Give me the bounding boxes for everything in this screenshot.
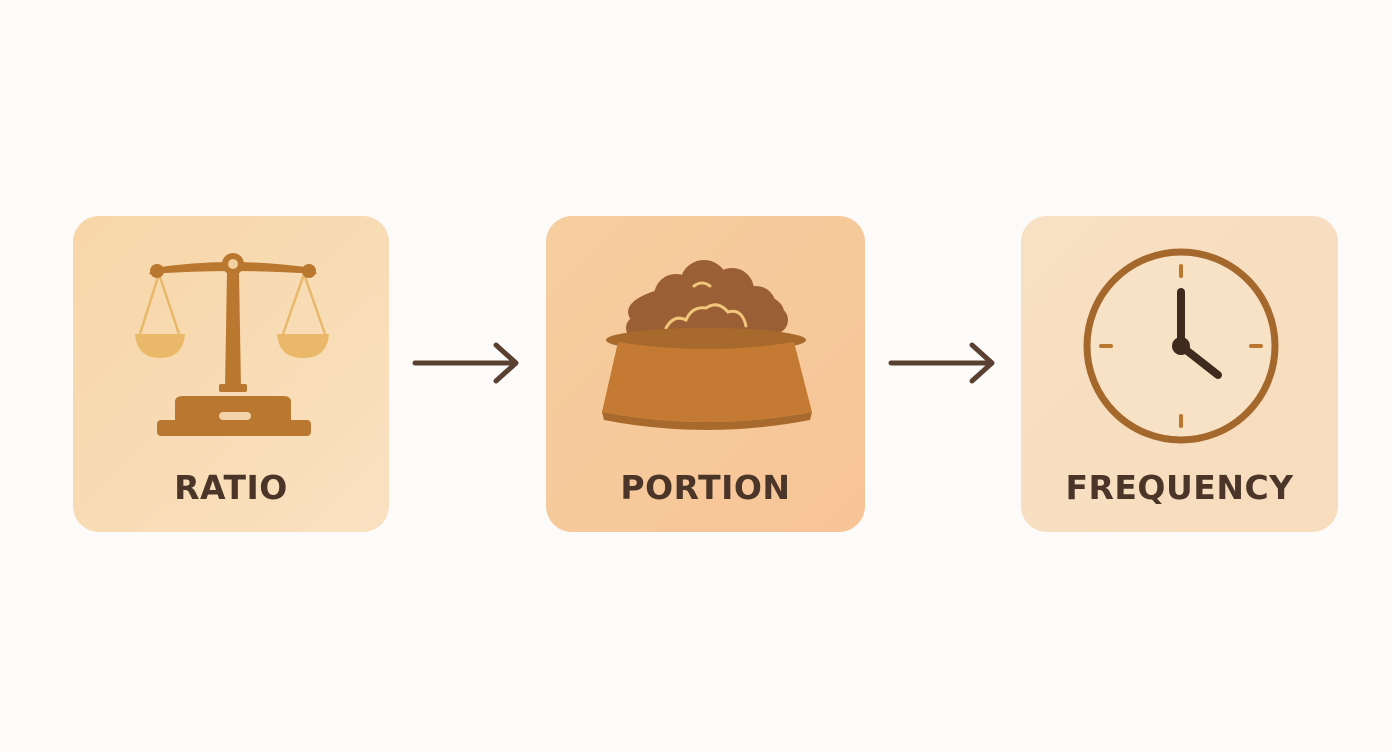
balance-scale-icon — [135, 253, 329, 436]
arrow-right-icon — [412, 342, 519, 384]
ratio-card: RATIO — [73, 216, 389, 532]
portion-label: PORTION — [620, 468, 791, 507]
frequency-label: FREQUENCY — [1065, 468, 1294, 507]
clock-icon — [1083, 248, 1279, 444]
ratio-label: RATIO — [174, 468, 288, 507]
frequency-card: FREQUENCY — [1021, 216, 1338, 532]
portion-card: PORTION — [546, 216, 865, 532]
food-bowl-icon — [602, 260, 812, 430]
arrow-right-icon — [888, 342, 995, 384]
